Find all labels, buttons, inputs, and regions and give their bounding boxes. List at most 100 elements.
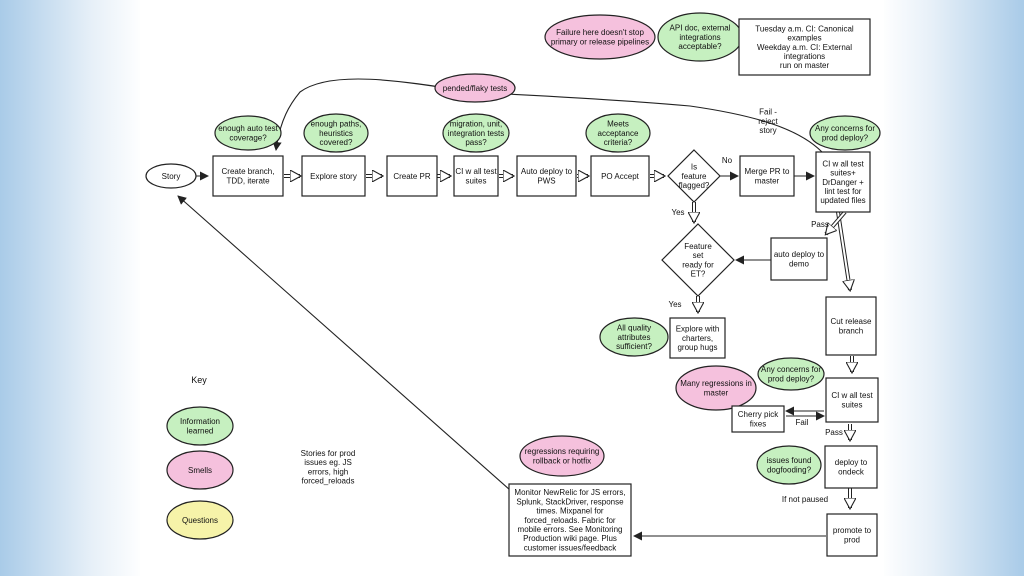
double-edges [284, 176, 852, 508]
legend-questions-label: Questions [182, 516, 218, 525]
ci-drdanger-step-shape [815, 151, 871, 213]
edge-label-if-not-paused: If not paused [782, 495, 828, 504]
edge-label-pass-2: Pass [825, 428, 843, 437]
ci-all-suites-2-step-shape [825, 377, 879, 423]
create-branch-step-label: Create branch,TDD, iterate [222, 167, 275, 185]
auto-deploy-pws-step-shape [516, 155, 577, 197]
smell-regressions-rollback-shape [519, 435, 605, 477]
legend-information-shape [166, 406, 234, 446]
merge-pr-step-shape [739, 155, 795, 197]
legend-title: Key [191, 375, 207, 385]
legend-questions-shape [166, 500, 234, 540]
explore-story-step: Explore story [301, 155, 366, 197]
create-branch-step-shape [212, 155, 284, 197]
story-terminal-label: Story [162, 172, 181, 181]
create-pr-step-label: Create PR [393, 172, 431, 181]
info-meets-acceptance-shape [585, 113, 651, 153]
smell-pended-flaky-label: pended/flaky tests [443, 84, 507, 93]
info-quality-attrs-shape [599, 317, 669, 357]
edge-label-yes-2: Yes [668, 300, 681, 309]
monitor-step: Monitor NewRelic for JS errors,Splunk, S… [508, 483, 632, 557]
info-migration-tests-shape [442, 113, 510, 153]
create-branch-step: Create branch,TDD, iterate [212, 155, 284, 197]
monitor-step-shape [508, 483, 632, 557]
explore-story-step-label: Explore story [310, 172, 357, 181]
story-terminal-shape [145, 163, 197, 189]
cherry-pick-step-shape [731, 405, 785, 433]
diagram-canvas [140, 0, 884, 576]
legend-smells-label: Smells [188, 466, 212, 475]
connectors [177, 78, 852, 541]
edge-label-fail-2: Fail [796, 418, 809, 427]
edge-label-yes-1: Yes [671, 208, 684, 217]
info-issues-dogfooding-shape [756, 445, 822, 485]
ci-all-suites-step-shape [453, 155, 499, 197]
smell-many-regressions-shape [675, 365, 757, 411]
smell-failure-here-shape [544, 14, 656, 60]
create-pr-step-shape [386, 155, 438, 197]
ci-schedule-note-shape [738, 18, 871, 76]
info-enough-paths-shape [303, 113, 369, 153]
story-terminal: Story [145, 163, 197, 189]
deploy-ondeck-step-shape [824, 445, 878, 489]
legend-smells: Smells [166, 450, 234, 490]
auto-deploy-demo-step-shape [770, 237, 828, 281]
edge-label-pass-1: Pass [811, 220, 829, 229]
edge-feedback-loop [177, 195, 511, 491]
cut-release-step-shape [825, 296, 877, 356]
po-accept-step-label: PO Accept [601, 172, 640, 181]
legend-smells-shape [166, 450, 234, 490]
info-concerns-prod-2-shape [757, 357, 825, 391]
smell-pended-flaky-shape [434, 73, 516, 103]
feature-flagged-decision-shape [667, 149, 721, 203]
